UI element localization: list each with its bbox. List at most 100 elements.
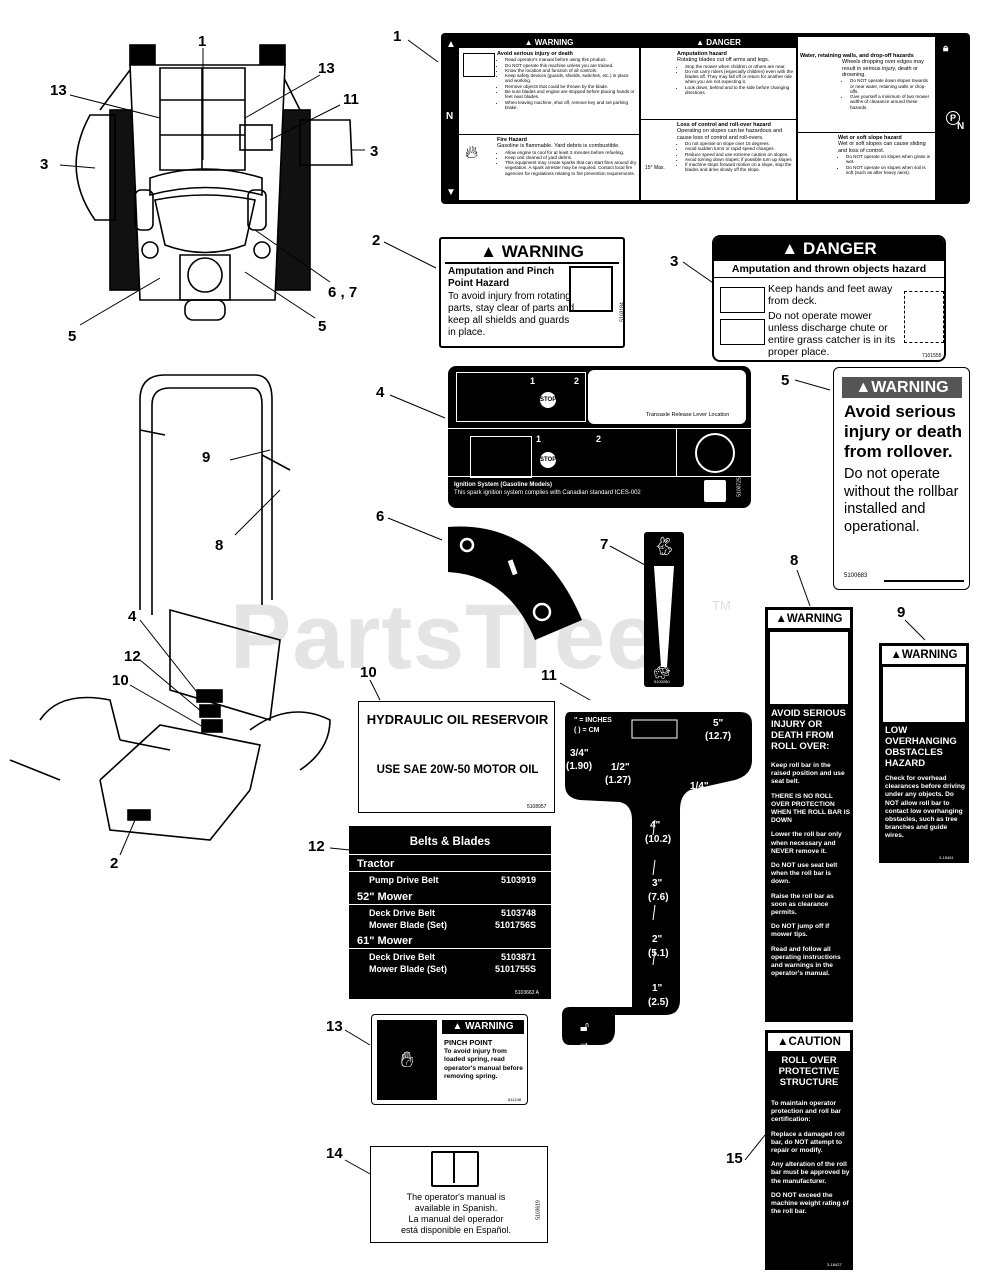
decal7-part-number: 5100280 [654, 679, 670, 684]
decal11-height-1-cm: (2.5) [648, 997, 669, 1008]
decal8-para-6: Do NOT jump off if mower tips. [771, 923, 830, 939]
hands-feet-icon [720, 287, 765, 347]
seated-operator-icon [470, 436, 532, 478]
decal-callout-11: 11 [541, 667, 557, 684]
decal-callout-5: 5 [781, 372, 790, 389]
decal14-line-1: The operator's manual is [406, 1192, 506, 1202]
manual-book-icon [463, 53, 495, 77]
callout-10: 10 [112, 672, 129, 689]
decal9-title: LOW OVERHANGING OBSTACLES HAZARD [885, 725, 957, 769]
decal2-warning-header: ▲ WARNING [445, 242, 619, 264]
decal1-max-slope: 15° Max. [645, 165, 665, 171]
decal4-step-1: 1 [530, 376, 536, 386]
decal-12-belts-blades: Belts & Blades Tractor Pump Drive Belt 5… [349, 826, 551, 999]
callout-12: 12 [124, 648, 141, 665]
decal12-61-deck-belt-label: Deck Drive Belt [369, 952, 436, 962]
decal11-height-1-4-cm: (.64) [686, 795, 707, 806]
decal11-height-2-cm: (5.1) [648, 948, 669, 959]
decal1-amputation-text: Rotating blades cut off arms and legs. [677, 57, 770, 64]
callout-6-7: 6 , 7 [328, 284, 358, 301]
decal-callout-12: 12 [308, 838, 325, 855]
decal5-part-number: 5100683 [844, 573, 868, 579]
decal12-52-deck-belt-label: Deck Drive Belt [369, 908, 436, 918]
decal3-part-number: 7101555 [922, 353, 942, 359]
decal12-section-61: 61" Mower [357, 935, 413, 947]
decal12-section-52: 52" Mower [357, 891, 413, 903]
decal9-body: Check for overhead clearances before dri… [885, 775, 965, 840]
decal11-height-1-2: 1/2" [611, 762, 630, 773]
decal1-water-title: Water, retaining walls, and drop-off haz… [800, 53, 914, 59]
decal11-height-5-cm: (12.7) [705, 731, 732, 742]
decal11-height-2: 2" [652, 934, 663, 945]
decal8-warning-header: ▲WARNING [768, 610, 850, 628]
callout-2: 2 [110, 855, 119, 872]
decal14-part-number: 5103619 [535, 1200, 542, 1220]
decal15-para-2: Replace a damaged roll bar, do NOT attem… [771, 1130, 845, 1155]
decal1-water-list: Do NOT operate down slopes towards or ne… [800, 78, 933, 110]
arrow-up-icon: ▲ [446, 39, 456, 50]
decal-15-caution-rops: ▲CAUTION ROLL OVER PROTECTIVE STRUCTURE … [765, 1030, 853, 1270]
decal-callout-3: 3 [670, 253, 679, 270]
decal11-height-1: 1" [652, 983, 663, 994]
decal12-61-deck-belt-part: 5103871 [501, 952, 537, 962]
decal12-52-blade-label: Mower Blade (Set) [369, 920, 448, 930]
hand-pinch-icon [569, 266, 613, 312]
decal13-title: PINCH POINT [444, 1038, 493, 1047]
transaxle-diagram [588, 370, 746, 424]
callout-9: 9 [202, 449, 211, 466]
decal-callout-2: 2 [372, 232, 381, 249]
decal-callout-1: 1 [393, 28, 402, 45]
decal5-line-3: from rollover. [844, 442, 953, 461]
decal12-pump-belt-label: Pump Drive Belt [369, 875, 439, 885]
lock-icon: 🔒︎ [943, 43, 949, 54]
decal4-step-2b: 2 [596, 434, 602, 444]
decal11-height-3-cm: (7.6) [648, 892, 669, 903]
decal-callout-7: 7 [600, 536, 609, 553]
watermark: PartsTree [230, 586, 659, 688]
decal5-warning-header: ▲WARNING [842, 377, 962, 398]
arrow-right-icon: → [578, 1035, 590, 1049]
decal1-fire-list: Allow engine to cool for at least 3 minu… [497, 150, 637, 176]
manual-book-icon [431, 1151, 479, 1187]
stop-sign-icon: STOP [540, 452, 556, 468]
decal2-part-number: 5103184 [619, 302, 626, 322]
decal1-warning-header: ▲ WARNING [459, 37, 639, 48]
decal13-text: To avoid injury from loaded spring, read… [444, 1048, 523, 1081]
decal8-para-3: Lower the roll bar only when necessary a… [771, 831, 842, 855]
decal-1-safety-label: N ▲ ▼ 🔒︎ P N ▲ WARNING Avoid serious inj… [441, 33, 970, 204]
decal-2-amputation-warning: ▲ WARNING Amputation and Pinch Point Haz… [439, 237, 626, 348]
decal-callout-9: 9 [897, 604, 906, 621]
decal12-title: Belts & Blades [409, 836, 491, 848]
decal1-rollover-title: Loss of control and roll-over hazard [677, 122, 771, 128]
decal11-height-1-4: 1/4" [690, 781, 709, 792]
turtle-slow-icon: 🐢︎ [653, 664, 671, 680]
decal-14-spanish-manual: The operator's manual is available in Sp… [370, 1146, 548, 1243]
decal1-water-text: Wheels dropping over edges may result in… [842, 59, 924, 78]
decal1-wet-list: Do NOT operate on slopes when grass is w… [838, 154, 933, 175]
decal11-height-5: 5" [713, 718, 724, 729]
decal4-part-number: 5100725 [736, 477, 743, 497]
decal8-para-4: Do NOT use seat belt when the roll bar i… [771, 862, 838, 886]
decal11-height-4: 4" [650, 820, 661, 831]
decal-13-pinch-point: ✋︎ ▲ WARNING PINCH POINT To avoid injury… [371, 1014, 528, 1105]
decal1-rollover-list: Do not operate on slope over 15 degrees.… [677, 141, 795, 173]
arrow-down-icon: ▼ [446, 187, 456, 198]
decal5-line-2: injury or death [844, 422, 963, 441]
unlock-lever-icon: 🔓︎ [580, 1018, 590, 1034]
decal4-step-2: 2 [574, 376, 580, 386]
callout-3: 3 [40, 156, 49, 173]
decal-callout-15: 15 [726, 1150, 743, 1167]
decal1-wet-text: Wet or soft slopes can cause sliding and… [838, 141, 926, 154]
decal15-caution-header: ▲CAUTION [768, 1033, 850, 1051]
decal-callout-4: 4 [376, 384, 385, 401]
decal8-title: AVOID SERIOUS INJURY OR DEATH FROM ROLL … [771, 708, 846, 752]
decal5-body: Do not operate without the rollbar insta… [844, 466, 959, 535]
tractor-top-view-drawing [75, 44, 353, 321]
decal4-release-caption: Transaxle Release Lever Location [646, 412, 730, 418]
decal-callout-14: 14 [326, 1145, 343, 1162]
decal11-legend-cm: ( ) = CM [574, 727, 600, 734]
decal-8-rollover-warning: ▲WARNING AVOID SERIOUS INJURY OR DEATH F… [765, 607, 853, 1022]
callout-5: 5 [318, 318, 327, 335]
roll-bar-drawing [139, 374, 291, 615]
decal12-52-deck-belt-part: 5103748 [501, 908, 537, 918]
